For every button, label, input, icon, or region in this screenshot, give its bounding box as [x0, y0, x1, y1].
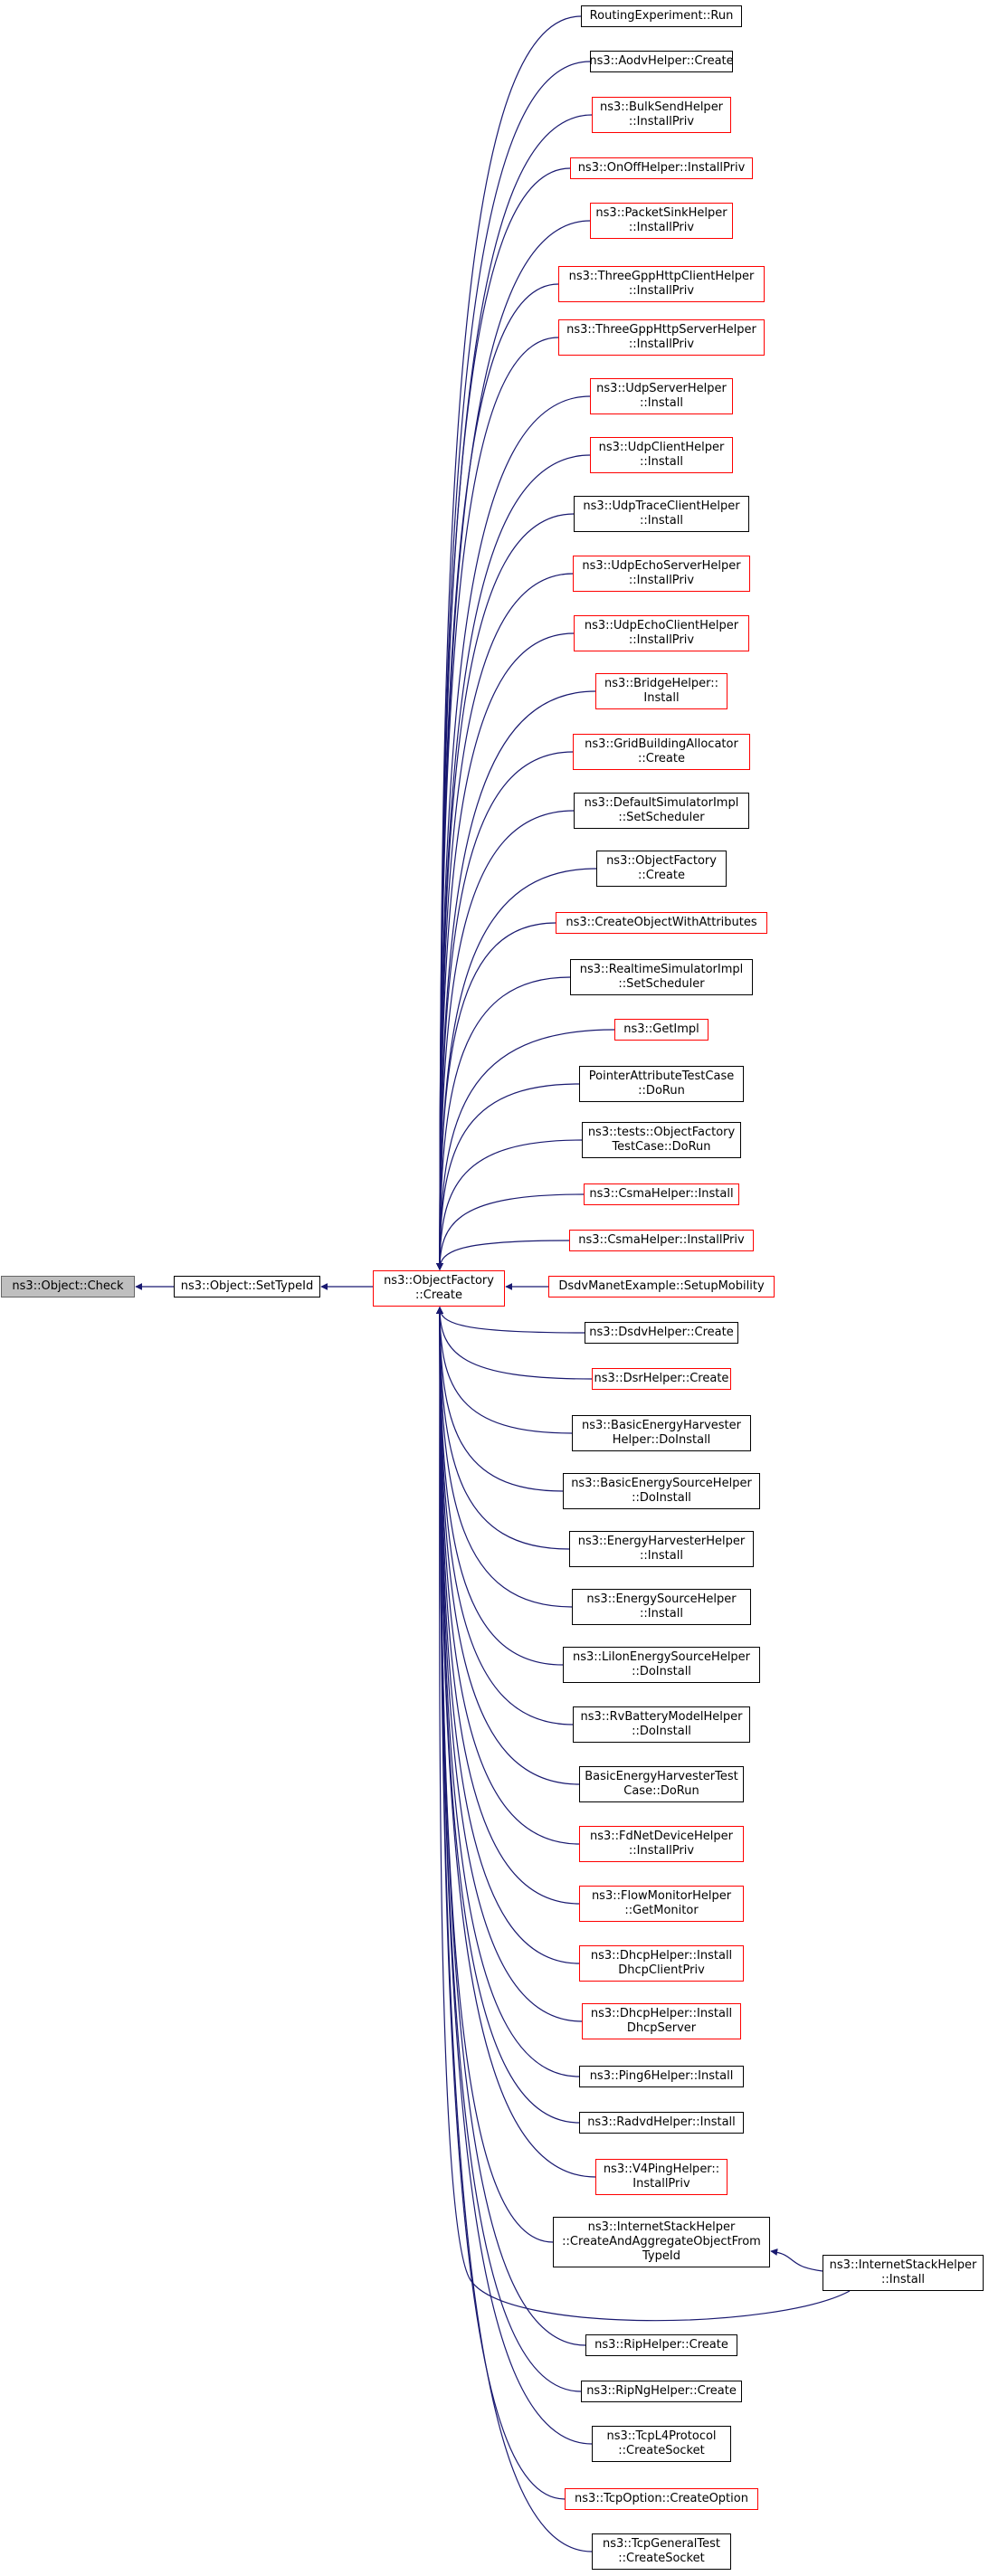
- caller-node-routingexperiment-run-0[interactable]: RoutingExperiment::Run: [581, 5, 742, 27]
- edge-caller-16: [436, 922, 556, 1270]
- caller-node-basicenergyharvestertest-case-dorun-32[interactable]: BasicEnergyHarvesterTest Case::DoRun: [579, 1766, 744, 1802]
- caller-node-ns3-bridgehelper-install-12[interactable]: ns3::BridgeHelper:: Install: [595, 673, 727, 709]
- caller-node-ns3-dhcphelper-install-dhcpclientpriv-35[interactable]: ns3::DhcpHelper::Install DhcpClientPriv: [579, 1945, 744, 1982]
- caller-node-ns3-ripnghelper-create-42[interactable]: ns3::RipNgHelper::Create: [581, 2381, 742, 2402]
- caller-node-ns3-threegpphttpclienthelper-installpriv-5[interactable]: ns3::ThreeGppHttpClientHelper ::InstallP…: [558, 266, 765, 302]
- edge-caller-14: [436, 810, 575, 1270]
- edge-caller-17: [436, 976, 571, 1270]
- caller-node-ns3-rvbatterymodelhelper-doinstall-31[interactable]: ns3::RvBatteryModelHelper ::DoInstall: [573, 1706, 750, 1743]
- caller-node-ns3-energyharvesterhelper-install-28[interactable]: ns3::EnergyHarvesterHelper ::Install: [569, 1531, 754, 1567]
- edge-caller-29: [436, 1307, 573, 1608]
- edge-install-to-objectfactory: [435, 1307, 851, 2322]
- caller-node-ns3-energysourcehelper-install-29[interactable]: ns3::EnergySourceHelper ::Install: [572, 1589, 751, 1625]
- caller-node-ns3-fdnetdevicehelper-installpriv-33[interactable]: ns3::FdNetDeviceHelper ::InstallPriv: [579, 1826, 744, 1862]
- caller-node-ns3-udpserverhelper-install-7[interactable]: ns3::UdpServerHelper ::Install: [590, 378, 733, 414]
- edge-install-to-createandaggregate: [770, 2248, 823, 2272]
- node-object-settypeid[interactable]: ns3::Object::SetTypeId: [174, 1276, 320, 1298]
- caller-node-dsdvmanetexample-setupmobility-23[interactable]: DsdvManetExample::SetupMobility: [548, 1276, 775, 1298]
- edge-caller-20: [436, 1139, 583, 1270]
- caller-node-ns3-aodvhelper-create-1[interactable]: ns3::AodvHelper::Create: [589, 51, 734, 72]
- edge-caller-28: [436, 1307, 570, 1550]
- edge-caller-9: [436, 513, 575, 1270]
- caller-node-ns3-internetstackhelper-createandaggregateobjectfrom-typeid-40[interactable]: ns3::InternetStackHelper ::CreateAndAggr…: [553, 2217, 770, 2267]
- caller-node-ns3-udptraceclienthelper-install-9[interactable]: ns3::UdpTraceClientHelper ::Install: [574, 496, 749, 532]
- caller-node-ns3-v4pinghelper-installpriv-39[interactable]: ns3::V4PingHelper:: InstallPriv: [595, 2159, 727, 2195]
- caller-node-ns3-radvdhelper-install-38[interactable]: ns3::RadvdHelper::Install: [579, 2112, 744, 2134]
- caller-node-ns3-udpechoserverhelper-installpriv-10[interactable]: ns3::UdpEchoServerHelper ::InstallPriv: [573, 556, 750, 592]
- edge-caller-1: [436, 61, 591, 1270]
- node-internetstackhelper-install[interactable]: ns3::InternetStackHelper ::Install: [823, 2255, 984, 2291]
- caller-node-ns3-gridbuildingallocator-create-13[interactable]: ns3::GridBuildingAllocator ::Create: [573, 734, 750, 770]
- edges-layer: [135, 15, 851, 2552]
- edge-caller-22: [436, 1240, 570, 1270]
- edge-caller-18: [436, 1029, 615, 1270]
- root-node-object-check: ns3::Object::Check: [1, 1276, 135, 1298]
- caller-node-ns3-onoffhelper-installpriv-3[interactable]: ns3::OnOffHelper::InstallPriv: [570, 157, 753, 179]
- caller-node-ns3-defaultsimulatorimpl-setscheduler-14[interactable]: ns3::DefaultSimulatorImpl ::SetScheduler: [574, 793, 749, 829]
- caller-node-ns3-bulksendhelper-installpriv-2[interactable]: ns3::BulkSendHelper ::InstallPriv: [592, 97, 731, 133]
- node-objectfactory-create[interactable]: ns3::ObjectFactory ::Create: [373, 1270, 505, 1307]
- caller-node-ns3-tcpgeneraltest-createsocket-45[interactable]: ns3::TcpGeneralTest ::CreateSocket: [592, 2533, 731, 2570]
- caller-node-ns3-tests-objectfactory-testcase-dorun-20[interactable]: ns3::tests::ObjectFactory TestCase::DoRu…: [582, 1122, 741, 1158]
- caller-node-ns3-tcpl4protocol-createsocket-43[interactable]: ns3::TcpL4Protocol ::CreateSocket: [592, 2426, 731, 2462]
- caller-node-ns3-riphelper-create-41[interactable]: ns3::RipHelper::Create: [585, 2334, 737, 2356]
- caller-node-ns3-objectfactory-create-15[interactable]: ns3::ObjectFactory ::Create: [596, 851, 727, 887]
- caller-node-pointerattributetestcase-dorun-19[interactable]: PointerAttributeTestCase ::DoRun: [579, 1066, 744, 1102]
- caller-node-ns3-udpclienthelper-install-8[interactable]: ns3::UdpClientHelper ::Install: [590, 437, 733, 473]
- caller-node-ns3-flowmonitorhelper-getmonitor-34[interactable]: ns3::FlowMonitorHelper ::GetMonitor: [579, 1886, 744, 1922]
- edge-caller-35: [436, 1307, 580, 1964]
- caller-node-ns3-basicenergyharvester-helper-doinstall-26[interactable]: ns3::BasicEnergyHarvester Helper::DoInst…: [572, 1415, 751, 1451]
- edge-caller-31: [436, 1307, 574, 1725]
- caller-node-ns3-threegpphttpserverhelper-installpriv-6[interactable]: ns3::ThreeGppHttpServerHelper ::InstallP…: [558, 319, 765, 356]
- caller-node-ns3-tcpoption-createoption-44[interactable]: ns3::TcpOption::CreateOption: [565, 2488, 758, 2510]
- caller-node-ns3-getimpl-18[interactable]: ns3::GetImpl: [614, 1019, 708, 1041]
- caller-node-ns3-dsdvhelper-create-24[interactable]: ns3::DsdvHelper::Create: [585, 1322, 738, 1344]
- caller-node-ns3-basicenergysourcehelper-doinstall-27[interactable]: ns3::BasicEnergySourceHelper ::DoInstall: [563, 1473, 760, 1509]
- edge-caller-4: [436, 220, 591, 1270]
- caller-node-ns3-packetsinkhelper-installpriv-4[interactable]: ns3::PacketSinkHelper ::InstallPriv: [590, 203, 733, 239]
- caller-node-ns3-csmahelper-installpriv-22[interactable]: ns3::CsmaHelper::InstallPriv: [569, 1230, 754, 1251]
- edge-caller-27: [436, 1307, 564, 1492]
- caller-node-ns3-realtimesimulatorimpl-setscheduler-17[interactable]: ns3::RealtimeSimulatorImpl ::SetSchedule…: [570, 959, 753, 995]
- caller-node-ns3-csmahelper-install-21[interactable]: ns3::CsmaHelper::Install: [584, 1183, 739, 1205]
- caller-node-ns3-udpechoclienthelper-installpriv-11[interactable]: ns3::UdpEchoClientHelper ::InstallPriv: [574, 615, 749, 651]
- edge-caller-25: [436, 1307, 593, 1380]
- edge-caller-33: [436, 1307, 580, 1845]
- caller-node-ns3-dsrhelper-create-25[interactable]: ns3::DsrHelper::Create: [592, 1368, 731, 1390]
- edge-caller-30: [436, 1307, 564, 1666]
- edge-caller-32: [436, 1307, 580, 1785]
- caller-node-ns3-dhcphelper-install-dhcpserver-36[interactable]: ns3::DhcpHelper::Install DhcpServer: [582, 2003, 741, 2039]
- edge-caller-45: [436, 1307, 593, 2552]
- caller-node-ns3-liionenergysourcehelper-doinstall-30[interactable]: ns3::LiIonEnergySourceHelper ::DoInstall: [563, 1647, 760, 1683]
- edge-caller-19: [436, 1083, 580, 1270]
- caller-node-ns3-createobjectwithattributes-16[interactable]: ns3::CreateObjectWithAttributes: [556, 912, 767, 934]
- edge-caller-38: [436, 1307, 580, 2124]
- edge-caller-39: [436, 1307, 596, 2178]
- edge-caller-6: [436, 337, 559, 1270]
- edge-caller-0: [436, 15, 582, 1270]
- edge-caller-44: [436, 1307, 566, 2500]
- edge-caller-13: [436, 751, 574, 1270]
- edge-caller-21: [436, 1193, 585, 1270]
- caller-node-ns3-ping6helper-install-37[interactable]: ns3::Ping6Helper::Install: [579, 2066, 744, 2087]
- edge-caller-24: [436, 1307, 585, 1334]
- edge-caller-26: [436, 1307, 573, 1434]
- edge-caller-11: [436, 632, 575, 1270]
